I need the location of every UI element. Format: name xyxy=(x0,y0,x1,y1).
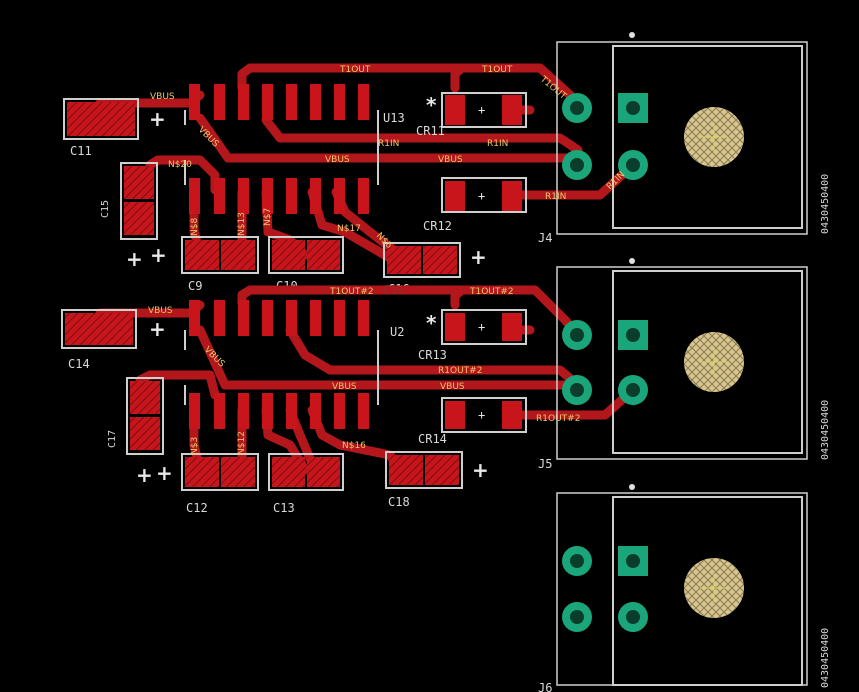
diode-cr12[interactable]: + CR12 xyxy=(423,177,527,233)
label-cr11: CR11 xyxy=(416,124,445,138)
label-c12: C12 xyxy=(186,501,208,515)
svg-text:N$3: N$3 xyxy=(190,437,200,455)
svg-text:+: + xyxy=(478,408,485,422)
label-j5: J5 xyxy=(538,457,552,471)
connector-j5[interactable]: 0430450400 J5 xyxy=(538,258,831,471)
j4-pad-4 xyxy=(618,150,648,180)
diode-cr14[interactable]: + CR14 xyxy=(418,397,527,446)
diode-cr11-star: * xyxy=(426,93,437,117)
polarity-plus-c16: + xyxy=(470,245,487,269)
j4-pad-2 xyxy=(562,93,592,123)
capacitor-c13[interactable]: C13 xyxy=(268,453,344,515)
capacitor-c15[interactable]: C15 + + xyxy=(100,162,167,271)
label-c15: C15 xyxy=(100,200,111,218)
j4-pad-1 xyxy=(618,93,648,123)
svg-text:N$16: N$16 xyxy=(342,441,366,451)
j6-pad-1 xyxy=(618,546,648,576)
label-u13: U13 xyxy=(383,111,405,125)
label-c9: C9 xyxy=(188,279,202,293)
svg-text:+: + xyxy=(478,103,485,117)
svg-text:VBUS: VBUS xyxy=(148,306,173,316)
label-c18: C18 xyxy=(388,495,410,509)
capacitor-c12[interactable]: C12 xyxy=(181,453,259,515)
svg-text:VBUS: VBUS xyxy=(332,382,357,392)
part-number-j4: 0430450400 xyxy=(820,174,831,234)
j5-pad-4 xyxy=(618,375,648,405)
polarity-plus-c11: + xyxy=(149,107,166,131)
polarity-plus-c15: + xyxy=(126,247,143,271)
net-labels-top: VBUS T1OUT T1OUT R1IN R1IN VBUS VBUS R1I… xyxy=(150,65,566,251)
svg-text:R1IN: R1IN xyxy=(378,139,399,149)
j6-pad-4 xyxy=(618,602,648,632)
svg-text:+: + xyxy=(478,320,485,334)
ic-u13-pins-bottom xyxy=(189,178,369,214)
svg-text:N$17: N$17 xyxy=(337,224,361,234)
svg-text:VBUS: VBUS xyxy=(438,155,463,165)
svg-text:N$20: N$20 xyxy=(168,160,192,170)
svg-text:R1OUT#2: R1OUT#2 xyxy=(438,366,482,376)
polarity-plus-c15b: + xyxy=(150,243,167,267)
polarity-plus-c18: + xyxy=(472,458,489,482)
j6-pad-3 xyxy=(562,602,592,632)
j5-pad-2 xyxy=(562,320,592,350)
svg-text:T1OUT: T1OUT xyxy=(339,65,371,75)
svg-text:R1IN: R1IN xyxy=(545,192,566,202)
label-cr14: CR14 xyxy=(418,432,447,446)
svg-text:N$12: N$12 xyxy=(237,431,247,455)
diode-cr13[interactable]: + * CR13 xyxy=(418,309,527,362)
ic-u2-pins-bottom xyxy=(189,393,369,429)
svg-text:N$13: N$13 xyxy=(237,212,247,236)
label-c11: C11 xyxy=(70,144,92,158)
label-u2: U2 xyxy=(390,325,404,339)
j6-pad-2 xyxy=(562,546,592,576)
label-c13: C13 xyxy=(273,501,295,515)
polarity-plus-c14: + xyxy=(149,317,166,341)
ic-u2-pins-top xyxy=(189,300,369,336)
j4-pad-3 xyxy=(562,150,592,180)
svg-text:VBUS: VBUS xyxy=(440,382,465,392)
svg-text:+: + xyxy=(478,189,485,203)
part-number-j6: 0430450400 xyxy=(820,628,831,688)
polarity-plus-c17b: + xyxy=(156,461,173,485)
connector-j6[interactable]: 0430450400 J6 xyxy=(538,484,831,692)
label-j6: J6 xyxy=(538,681,552,692)
part-number-j5: 0430450400 xyxy=(820,400,831,460)
svg-text:N$8: N$8 xyxy=(190,218,200,236)
capacitor-c9[interactable]: C9 xyxy=(181,236,259,293)
svg-text:R1OUT#2: R1OUT#2 xyxy=(536,414,580,424)
capacitor-c18[interactable]: C18 + xyxy=(385,451,489,509)
svg-text:N$7: N$7 xyxy=(263,208,273,226)
capacitor-c17[interactable]: C17 + + xyxy=(107,377,173,487)
diode-cr11[interactable]: + * CR11 xyxy=(416,92,527,138)
label-c17: C17 xyxy=(107,430,118,448)
svg-text:T1OUT: T1OUT xyxy=(481,65,513,75)
capacitor-c10[interactable]: C10 xyxy=(268,236,344,293)
svg-text:R1IN: R1IN xyxy=(487,139,508,149)
label-cr12: CR12 xyxy=(423,219,452,233)
svg-text:T1OUT#2: T1OUT#2 xyxy=(329,287,374,297)
svg-text:T1OUT#2: T1OUT#2 xyxy=(469,287,514,297)
ic-u13-pins-top xyxy=(189,84,369,120)
j5-pad-1 xyxy=(618,320,648,350)
label-j4: J4 xyxy=(538,231,552,245)
svg-text:VBUS: VBUS xyxy=(325,155,350,165)
j5-pad-3 xyxy=(562,375,592,405)
label-c16-ref: C16 xyxy=(383,283,405,297)
capacitor-c11[interactable]: C11 + xyxy=(63,98,166,158)
label-c14: C14 xyxy=(68,357,90,371)
polarity-plus-c17: + xyxy=(136,463,153,487)
diode-cr13-star: * xyxy=(426,311,437,335)
connector-j4[interactable]: T1OUT R1IN 0430450400 J4 xyxy=(537,32,831,245)
label-cr13: CR13 xyxy=(418,348,447,362)
ic-u13[interactable]: U13 xyxy=(184,84,405,214)
ic-u2[interactable]: U2 xyxy=(184,300,404,429)
capacitor-c14[interactable]: C14 + xyxy=(61,309,166,371)
svg-text:VBUS: VBUS xyxy=(150,92,175,102)
